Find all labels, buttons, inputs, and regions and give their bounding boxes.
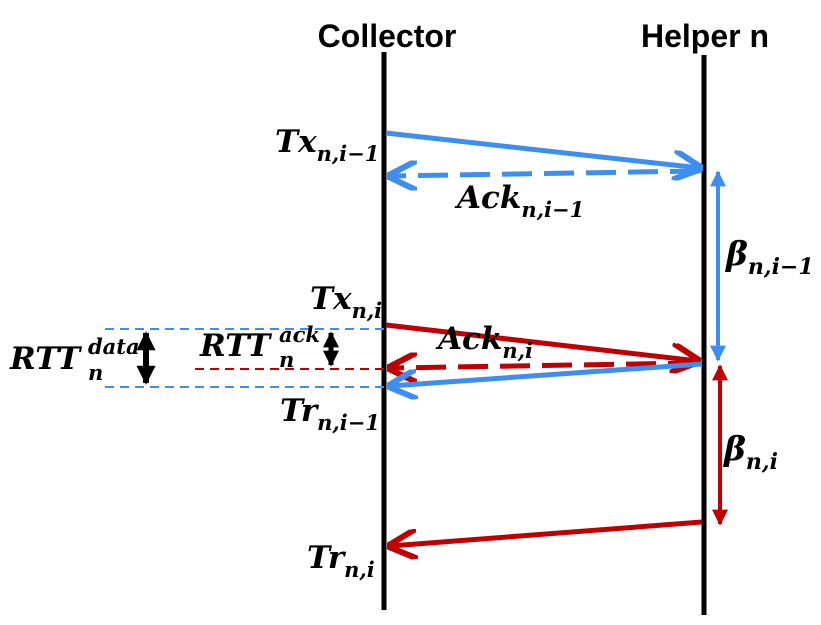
tr-cur-arrow bbox=[390, 519, 703, 546]
ack-prev-label: Ackn,i−1 bbox=[454, 180, 584, 222]
rtt-data-label: RTT bbox=[9, 341, 82, 377]
tr-prev-arrow bbox=[390, 361, 703, 386]
tr-prev-label: Trn,i−1 bbox=[280, 393, 380, 435]
beta-prev-label: βn,i−1 bbox=[724, 234, 814, 280]
tx-prev-arrow bbox=[385, 130, 700, 168]
beta-cur-label: βn,i bbox=[722, 429, 778, 475]
rtt-ack-sup: ack bbox=[279, 322, 320, 347]
collector-title: Collector bbox=[318, 18, 457, 54]
rtt-ack-label: RTT bbox=[199, 328, 272, 364]
tx-cur-label: Txn,i bbox=[310, 281, 382, 323]
rtt-data-sup: data bbox=[88, 334, 140, 359]
tx-cur-arrow bbox=[385, 322, 698, 361]
tx-prev-label: Txn,i−1 bbox=[275, 124, 379, 166]
ack-cur-label: Ackn,i bbox=[435, 321, 533, 363]
tr-cur-label: Trn,i bbox=[307, 540, 375, 582]
ack-prev-arrow bbox=[390, 171, 701, 176]
rtt-ack-sub: n bbox=[279, 347, 294, 372]
ack-cur-arrow bbox=[390, 363, 699, 368]
helper-title: Helper n bbox=[641, 18, 769, 54]
rtt-data-sub: n bbox=[88, 360, 103, 385]
